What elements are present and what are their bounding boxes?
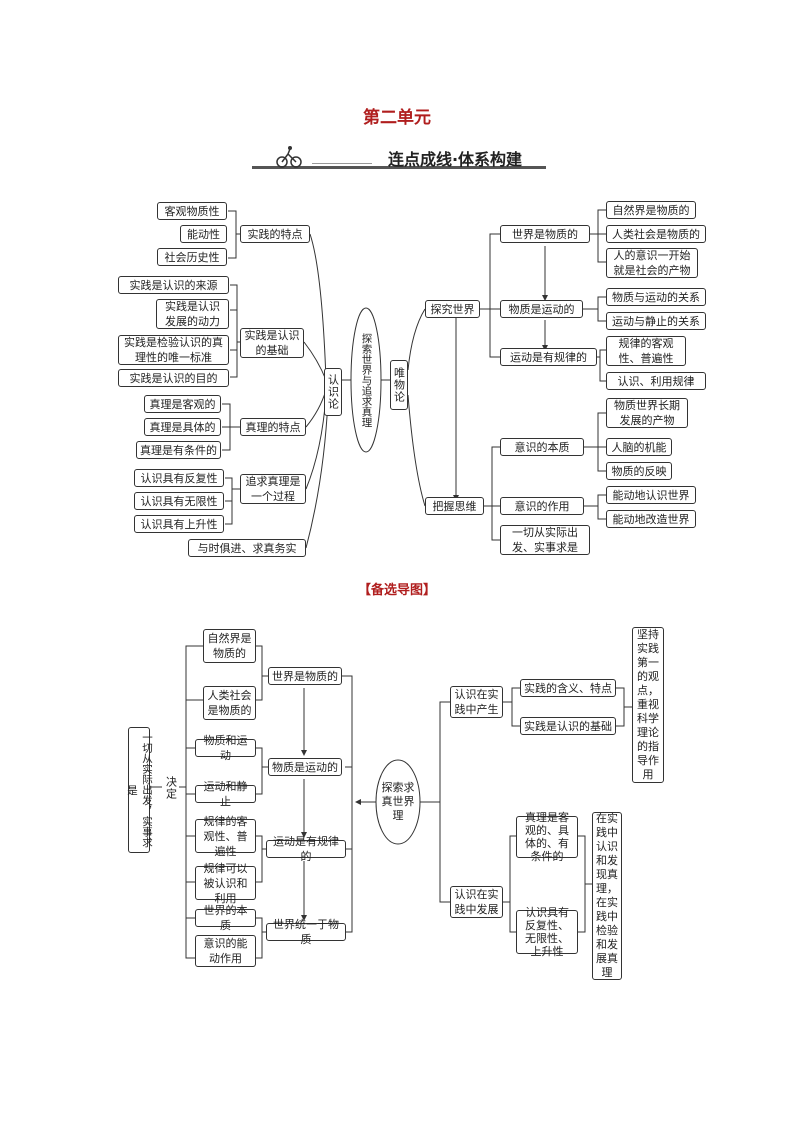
t3-node: 真理的特点 — [240, 418, 306, 436]
c1-item-1: 物质世界长期发展的产物 — [606, 398, 688, 428]
map2-leaf-8: 意识的能动作用 — [195, 935, 256, 967]
map2-chain-2: 物质是运动的 — [268, 758, 342, 776]
map2-r1-item-1: 实践的含义、特点 — [520, 679, 616, 697]
c1-node: 意识的本质 — [500, 438, 584, 456]
t1-node: 实践的特点 — [240, 225, 310, 243]
map2-r1-far: 坚持实践第一的观点，重视科学理论的指导作用 — [632, 627, 664, 783]
c1-item-2: 人脑的机能 — [606, 438, 672, 456]
w1-node: 世界是物质的 — [500, 225, 590, 243]
w1-item-3: 人的意识一开始就是社会的产物 — [606, 248, 698, 278]
t2-item-1: 实践是认识的来源 — [118, 276, 229, 294]
w3-item-1: 规律的客观性、普遍性 — [606, 336, 686, 366]
t4-item-2: 认识具有无限性 — [134, 492, 224, 510]
t2-node: 实践是认识的基础 — [240, 328, 304, 358]
center-node: 探索世界与追求真理 — [360, 332, 373, 428]
t1-item-3: 社会历史性 — [157, 248, 227, 266]
t3-item-3: 真理是有条件的 — [136, 441, 221, 459]
t2-item-3: 实践是检验认识的真理性的唯一标准 — [118, 335, 229, 365]
map2-leaf-4: 运动和静止 — [195, 780, 256, 808]
map2-chain-4: 世界统一于物质 — [266, 918, 346, 946]
t1-item-1: 客观物质性 — [157, 202, 227, 220]
map2-decide: 决定 — [163, 768, 179, 808]
c2-item-2: 能动地改造世界 — [606, 510, 696, 528]
t3-item-2: 真理是具体的 — [144, 418, 221, 436]
map2-leaf-5: 规律的客观性、普遍性 — [195, 815, 256, 858]
map2-center: 探索求真世界理 — [381, 781, 415, 822]
map2-leaf-2: 人类社会是物质的 — [203, 686, 256, 720]
grasp-node: 把握思维 — [425, 497, 484, 515]
map2-r2-far: 在实践中认识和发现真理，在实践中检验和发展真理 — [592, 812, 622, 980]
t5-node: 与时俱进、求真务实 — [188, 539, 306, 557]
optional-map-title: 【备选导图】 — [357, 583, 436, 598]
unit-title: 第二单元 — [363, 108, 431, 128]
t1-item-2: 能动性 — [180, 225, 227, 243]
w2-item-2: 运动与静止的关系 — [606, 312, 706, 330]
w2-item-1: 物质与运动的关系 — [606, 288, 706, 306]
map2-r2-item-1: 真理是客观的、具体的、有条件的 — [516, 811, 578, 863]
t4-item-1: 认识具有反复性 — [134, 469, 224, 487]
w2-node: 物质是运动的 — [500, 300, 583, 318]
map2-leaf-6: 规律可以被认识和利用 — [195, 862, 256, 905]
w3-node: 运动是有规律的 — [500, 348, 597, 366]
t3-item-1: 真理是客观的 — [144, 395, 221, 413]
map2-chain-1: 世界是物质的 — [268, 667, 342, 685]
map2-r1-item-2: 实践是认识的基础 — [520, 717, 616, 735]
weiwulun-node: 唯物论 — [390, 360, 408, 410]
explore-node: 探究世界 — [425, 300, 480, 318]
w1-item-1: 自然界是物质的 — [606, 201, 696, 219]
w1-item-2: 人类社会是物质的 — [606, 225, 706, 243]
map2-leaf-3: 物质和运动 — [195, 734, 256, 762]
banner-decoration — [252, 146, 546, 169]
map2-chain-3: 运动是有规律的 — [266, 835, 346, 863]
map2-leaf-7: 世界的本质 — [195, 904, 256, 932]
c2-node: 意识的作用 — [500, 497, 584, 515]
w3-item-2: 认识、利用规律 — [606, 372, 706, 390]
renshilun-node: 认识论 — [324, 368, 342, 416]
t2-item-4: 实践是认识的目的 — [118, 369, 229, 387]
c3-node: 一切从实际出发、实事求是 — [500, 525, 590, 555]
map2-leaf-1: 自然界是物质的 — [203, 629, 256, 663]
map2-r1: 认识在实践中产生 — [450, 686, 503, 718]
map2-left-far: 一切从实际出发，实事求是 — [126, 727, 153, 853]
t4-item-3: 认识具有上升性 — [134, 515, 224, 533]
t4-node: 追求真理是一个过程 — [240, 474, 306, 504]
map2-r2-item-2: 认识具有反复性、无限性、上升性 — [516, 906, 578, 958]
map2-r2: 认识在实践中发展 — [450, 886, 503, 918]
c2-item-1: 能动地认识世界 — [606, 486, 696, 504]
t2-item-2: 实践是认识发展的动力 — [156, 299, 229, 329]
c1-item-3: 物质的反映 — [606, 462, 672, 480]
banner-title: 连点成线·体系构建 — [387, 150, 523, 169]
